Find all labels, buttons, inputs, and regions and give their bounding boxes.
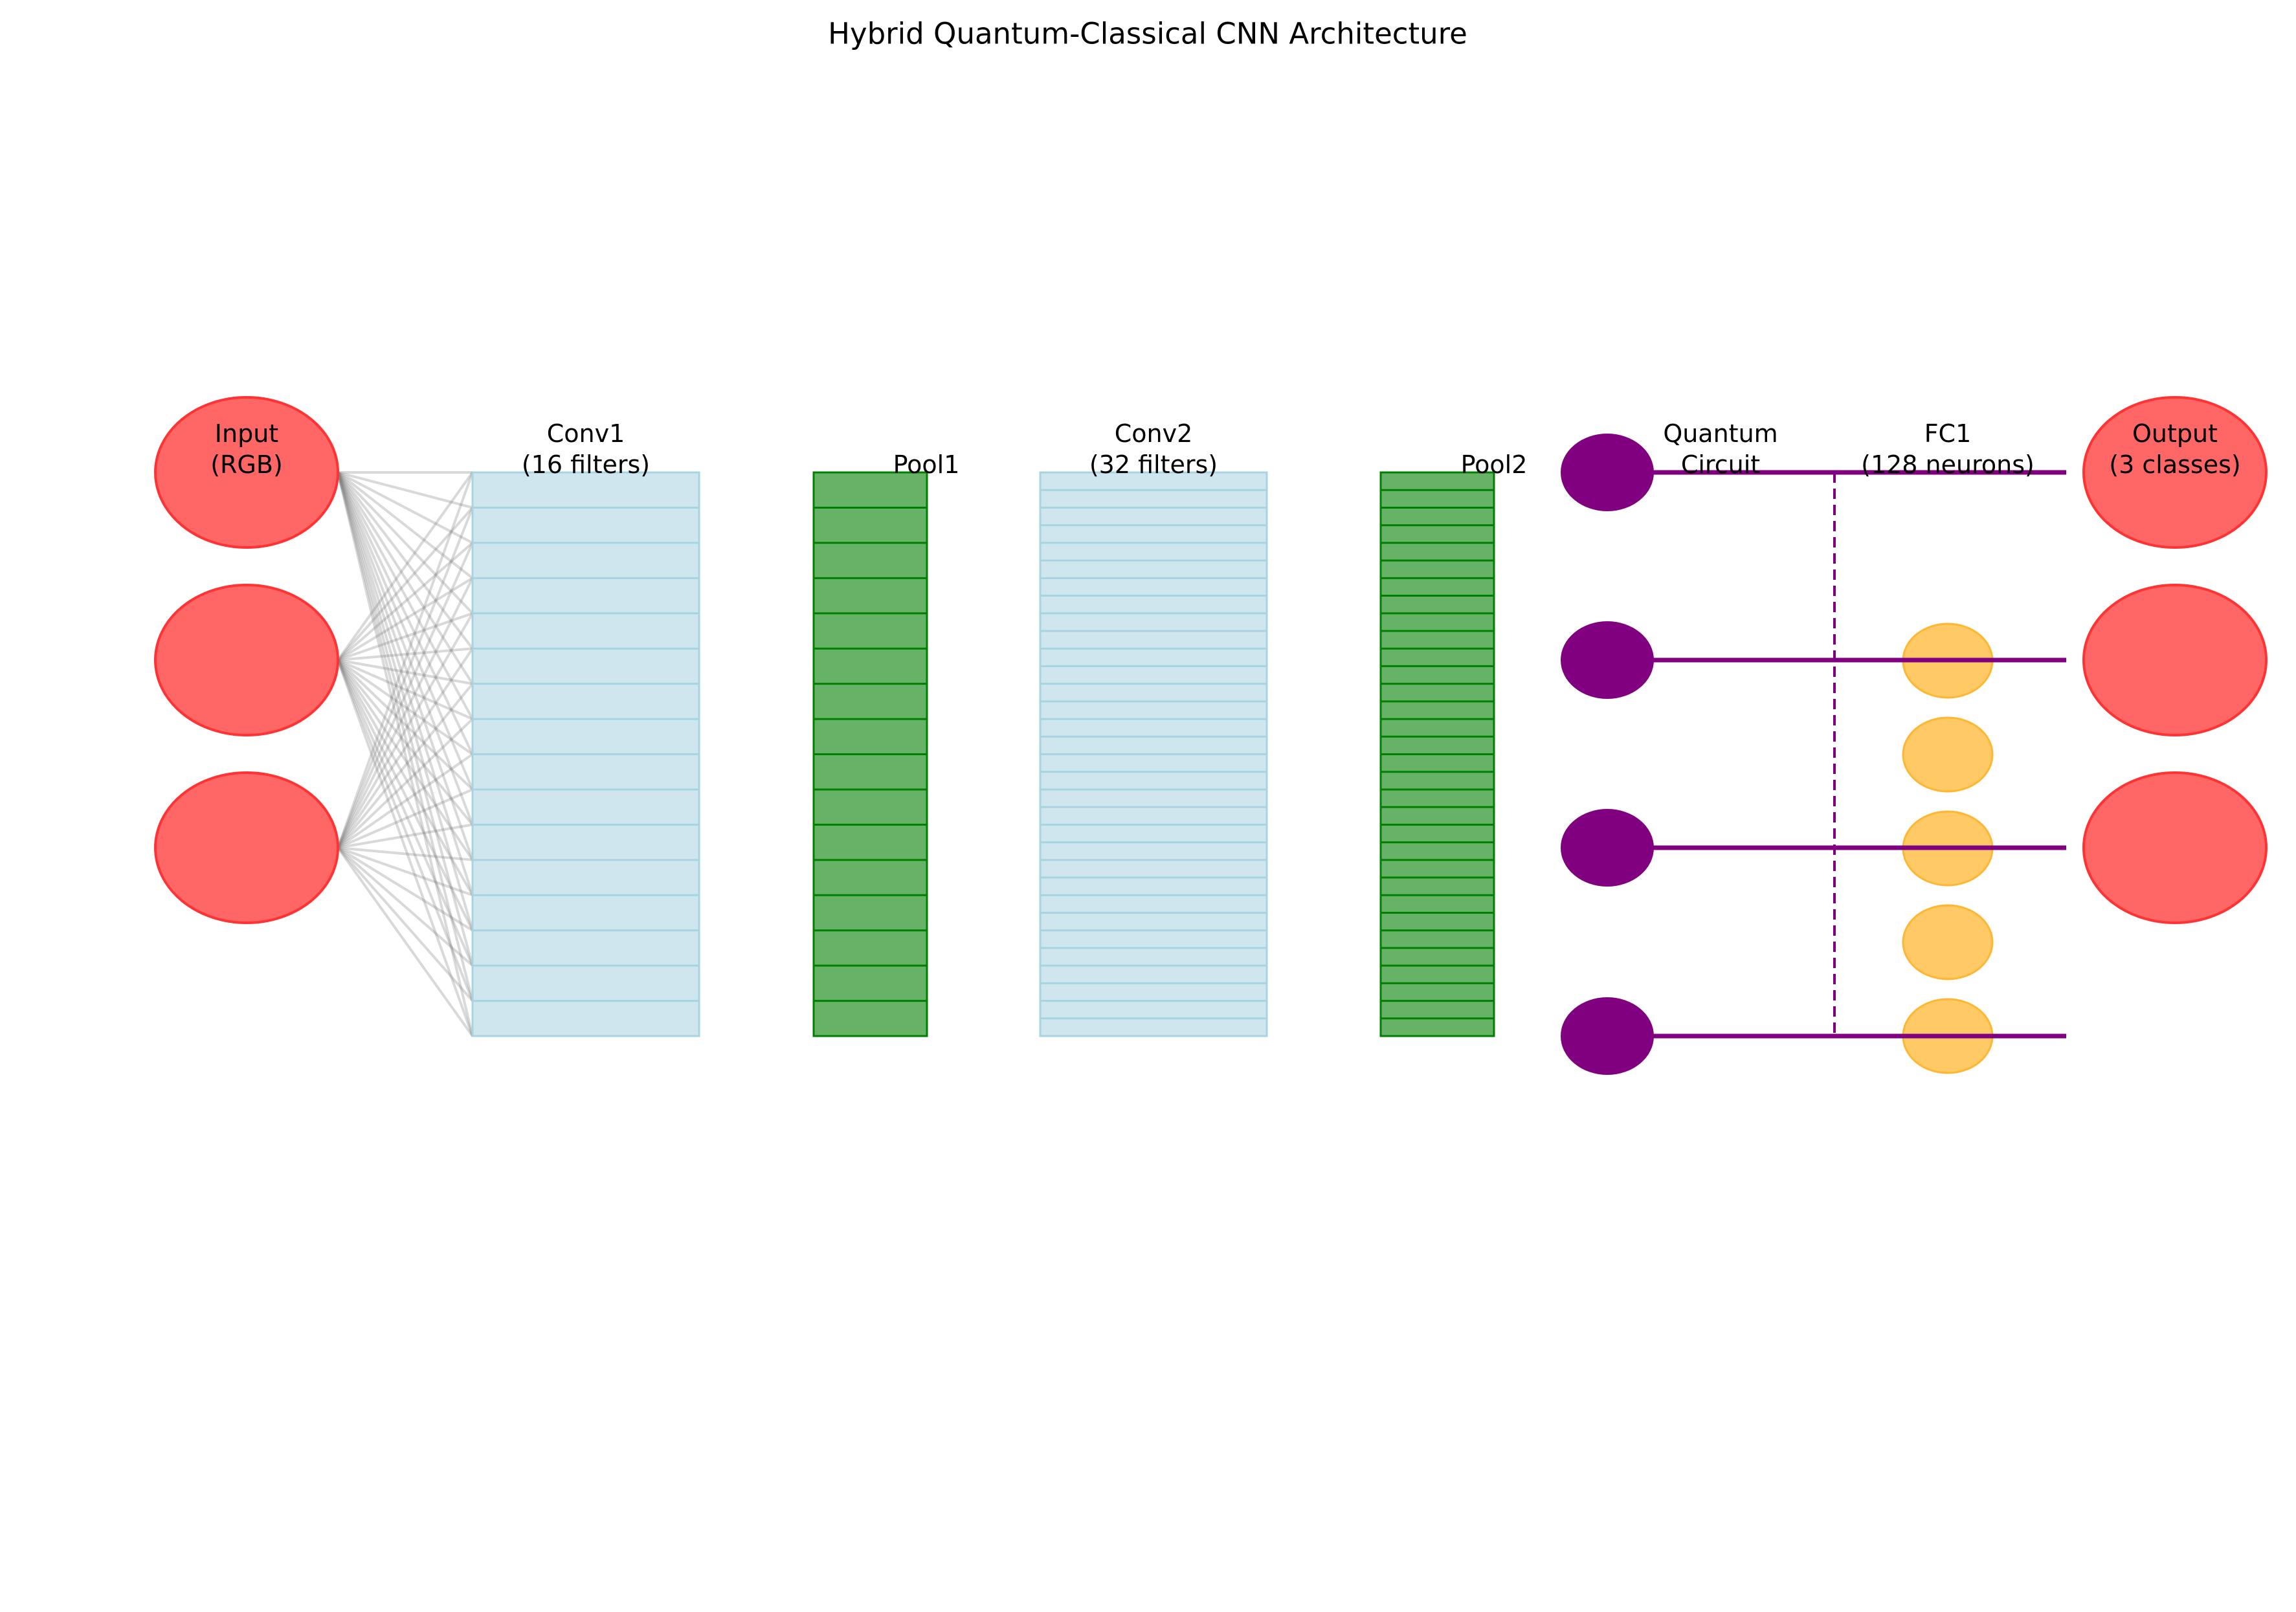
pool1-block [812,471,928,1037]
connection-input2-conv1-4 [337,612,473,661]
input-conv1-connections [337,471,474,1037]
connection-input1-conv1-8 [337,472,474,755]
connection-input3-conv1-13 [337,846,474,932]
connection-input3-conv1-9 [337,788,473,849]
connection-input1-conv1-9 [337,472,474,790]
input-label-line2: (RGB) [210,450,283,479]
connection-input2-conv1-1 [337,507,474,661]
output-node-3 [2082,771,2268,924]
connection-input3-conv1-2 [337,542,474,848]
connection-input2-conv1-9 [337,659,474,791]
connection-input3-conv1-14 [337,846,474,967]
connection-input3-conv1-8 [337,753,474,849]
conv1-filter-dividers [473,506,699,1002]
conv1-label-line2: (16 filters) [522,450,650,479]
qubit-4 [1561,997,1654,1075]
connection-input3-conv1-1 [337,507,474,848]
connection-input1-conv1-5 [337,471,474,650]
conv2-label-line1: Conv2 [1115,419,1193,448]
connection-input2-conv1-6 [337,659,473,685]
conv1-block [471,471,700,1037]
connection-input2-conv1-8 [337,659,474,756]
connection-input3-conv1-12 [337,846,473,897]
connection-input2-conv1-5 [337,647,473,661]
connection-input3-conv1-0 [337,472,474,848]
connection-input2-conv1-12 [337,659,474,896]
connection-input1-conv1-1 [337,471,473,509]
connection-input2-conv1-15 [337,659,474,1002]
connection-input2-conv1-3 [337,577,474,661]
input-node-1 [154,396,339,549]
fc1-label-line2: (128 neurons) [1861,450,2034,479]
output-label-line2: (3 classes) [2109,450,2240,479]
fc1-neuron-4 [1902,904,1994,980]
fc1-label-line1: FC1 [1924,419,1972,448]
output-node-2 [2082,584,2268,736]
connection-input1-conv1-14 [337,472,474,966]
output-node-1 [2082,396,2268,549]
output-label-line1: Output [2132,419,2218,448]
connection-input1-conv1-3 [337,471,474,579]
qubit-3 [1561,809,1654,887]
output-layer [2082,396,2268,924]
input-label-line1: Input [215,419,278,448]
pool1-label: Pool1 [893,450,960,479]
pool1-cell-dividers [814,506,927,1002]
connection-input3-conv1-10 [337,823,473,849]
connection-input1-conv1-2 [337,471,473,544]
connection-input1-conv1-16 [337,472,474,1037]
pool2-block [1379,471,1495,1037]
conv2-filter-dividers [1040,489,1267,1020]
qubit-1 [1561,434,1654,511]
quantum-label-line2: Circuit [1681,450,1760,479]
fc1-neuron-2 [1902,716,1994,793]
connection-input1-conv1-11 [337,472,474,861]
connection-input3-conv1-6 [337,683,474,849]
input-node-2 [154,584,339,736]
connection-input3-conv1-15 [337,846,474,1002]
diagram-title: Hybrid Quantum-Classical CNN Architectur… [828,17,1467,51]
pool2-cell-dividers [1381,489,1494,1020]
connection-input2-conv1-2 [337,542,474,661]
connection-input3-conv1-16 [337,846,474,1037]
connection-input3-conv1-5 [337,648,474,849]
layer-labels: Input (RGB) Conv1 (16 filters) Pool1 Con… [210,419,2241,479]
connection-input2-conv1-7 [337,659,473,720]
connection-input3-conv1-11 [337,846,473,861]
conv2-label-line2: (32 filters) [1089,450,1218,479]
pool2-label: Pool2 [1461,450,1528,479]
connection-input2-conv1-10 [337,659,474,826]
connection-input2-conv1-14 [337,659,474,966]
input-node-3 [154,771,339,924]
connection-input3-conv1-3 [337,577,474,848]
input-layer [154,396,339,924]
connection-input1-conv1-7 [337,472,474,720]
connection-input1-conv1-6 [337,471,474,685]
conv1-label-line1: Conv1 [547,419,625,448]
connection-input1-conv1-12 [337,472,474,896]
connection-input2-conv1-16 [337,659,474,1037]
qubit-2 [1561,621,1654,699]
quantum-label-line1: Quantum [1663,419,1778,448]
quantum-circuit [1561,434,2066,1075]
connection-input1-conv1-13 [337,472,474,931]
connection-input2-conv1-13 [337,659,474,931]
connection-input1-conv1-15 [337,472,474,1002]
connection-input2-conv1-0 [337,471,474,661]
connection-input3-conv1-4 [337,612,474,848]
connection-input1-conv1-10 [337,472,474,826]
connection-input2-conv1-11 [337,659,474,861]
conv2-block [1039,471,1268,1037]
connection-input1-conv1-4 [337,471,474,615]
connection-input3-conv1-7 [337,718,474,849]
